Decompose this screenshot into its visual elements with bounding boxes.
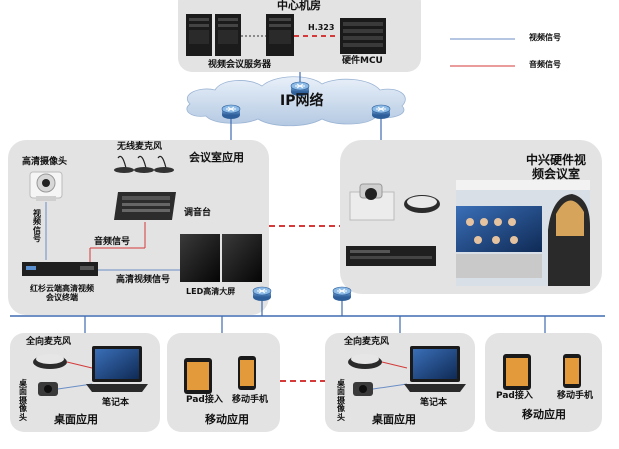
terminal-icon bbox=[22, 262, 98, 276]
camera-label: 高清摄像头 bbox=[22, 157, 68, 167]
mixer-icon bbox=[114, 192, 176, 220]
omni-mic-label: 全向麦克风 bbox=[344, 337, 390, 347]
phone-icon bbox=[238, 356, 256, 390]
hd-camera-icon bbox=[29, 171, 63, 201]
h323-label: H.323 bbox=[308, 23, 335, 32]
zte-speaker-icon bbox=[404, 195, 440, 213]
cam-video-line bbox=[372, 383, 408, 390]
audio-signal-label: 音频信号 bbox=[94, 237, 131, 247]
mic-audio-line bbox=[66, 361, 93, 369]
legend-video-label: 视频信号 bbox=[529, 33, 561, 42]
omni-mic-label: 全向麦克风 bbox=[26, 337, 72, 347]
pad-icon bbox=[503, 354, 531, 390]
desktop-camera-label: 桌面摄像头 bbox=[19, 379, 27, 422]
cam-video-line bbox=[57, 383, 93, 390]
omni-mic-icon bbox=[33, 354, 67, 369]
desktop-camera-label: 桌面摄像头 bbox=[337, 379, 345, 422]
desktop-app-title: 桌面应用 bbox=[54, 413, 98, 426]
wireless-mic-label: 无线麦克风 bbox=[117, 142, 163, 152]
server-icon bbox=[186, 14, 294, 56]
phone-icon bbox=[563, 354, 581, 388]
mic-audio-line bbox=[381, 361, 408, 369]
router-icon bbox=[332, 286, 352, 302]
desktop-camera-icon bbox=[38, 382, 58, 396]
mcu-icon bbox=[340, 18, 386, 54]
phone-label: 移动手机 bbox=[557, 391, 594, 401]
meeting-room-title: 会议室应用 bbox=[189, 151, 244, 164]
laptop-label: 笔记本 bbox=[102, 398, 130, 408]
data-center-title: 中心机房 bbox=[277, 0, 321, 12]
hd-video-signal-label: 高清视频信号 bbox=[116, 275, 171, 285]
zte-room-title: 中兴硬件视频会议室 bbox=[525, 153, 586, 181]
video-signal-label: 视频信号 bbox=[33, 209, 41, 244]
desktop-camera-icon bbox=[353, 382, 373, 396]
server-label: 视频会议服务器 bbox=[208, 60, 272, 70]
pad-label: Pad接入 bbox=[496, 391, 533, 401]
mixer-label: 调音台 bbox=[184, 208, 212, 218]
mobile-app-title: 移动应用 bbox=[205, 413, 249, 426]
router-icon bbox=[221, 104, 241, 120]
laptop-icon bbox=[404, 346, 466, 392]
zte-codec-icon bbox=[346, 246, 436, 266]
terminal-label: 红杉云端高清视频会议终端 bbox=[30, 284, 94, 303]
laptop-label: 笔记本 bbox=[420, 398, 448, 408]
ip-cloud bbox=[186, 76, 406, 127]
video-conference-photo bbox=[456, 180, 590, 286]
zte-camera-icon bbox=[349, 183, 395, 221]
router-icon bbox=[371, 104, 391, 120]
laptop-icon bbox=[86, 346, 148, 392]
desktop-app-title: 桌面应用 bbox=[372, 413, 416, 426]
pad-label: Pad接入 bbox=[186, 395, 223, 405]
router-icon bbox=[252, 286, 272, 302]
mobile-app-title: 移动应用 bbox=[522, 408, 566, 421]
ip-network-label: IP网络 bbox=[280, 93, 324, 109]
led-screen-icon bbox=[180, 234, 262, 282]
legend-audio-label: 音频信号 bbox=[529, 60, 561, 69]
led-screen-label: LED高清大屏 bbox=[186, 287, 236, 296]
pad-icon bbox=[184, 358, 212, 394]
phone-label: 移动手机 bbox=[232, 395, 269, 405]
omni-mic-icon bbox=[348, 354, 382, 369]
mcu-label: 硬件MCU bbox=[342, 56, 383, 66]
wireless-mic-icon bbox=[114, 155, 174, 173]
